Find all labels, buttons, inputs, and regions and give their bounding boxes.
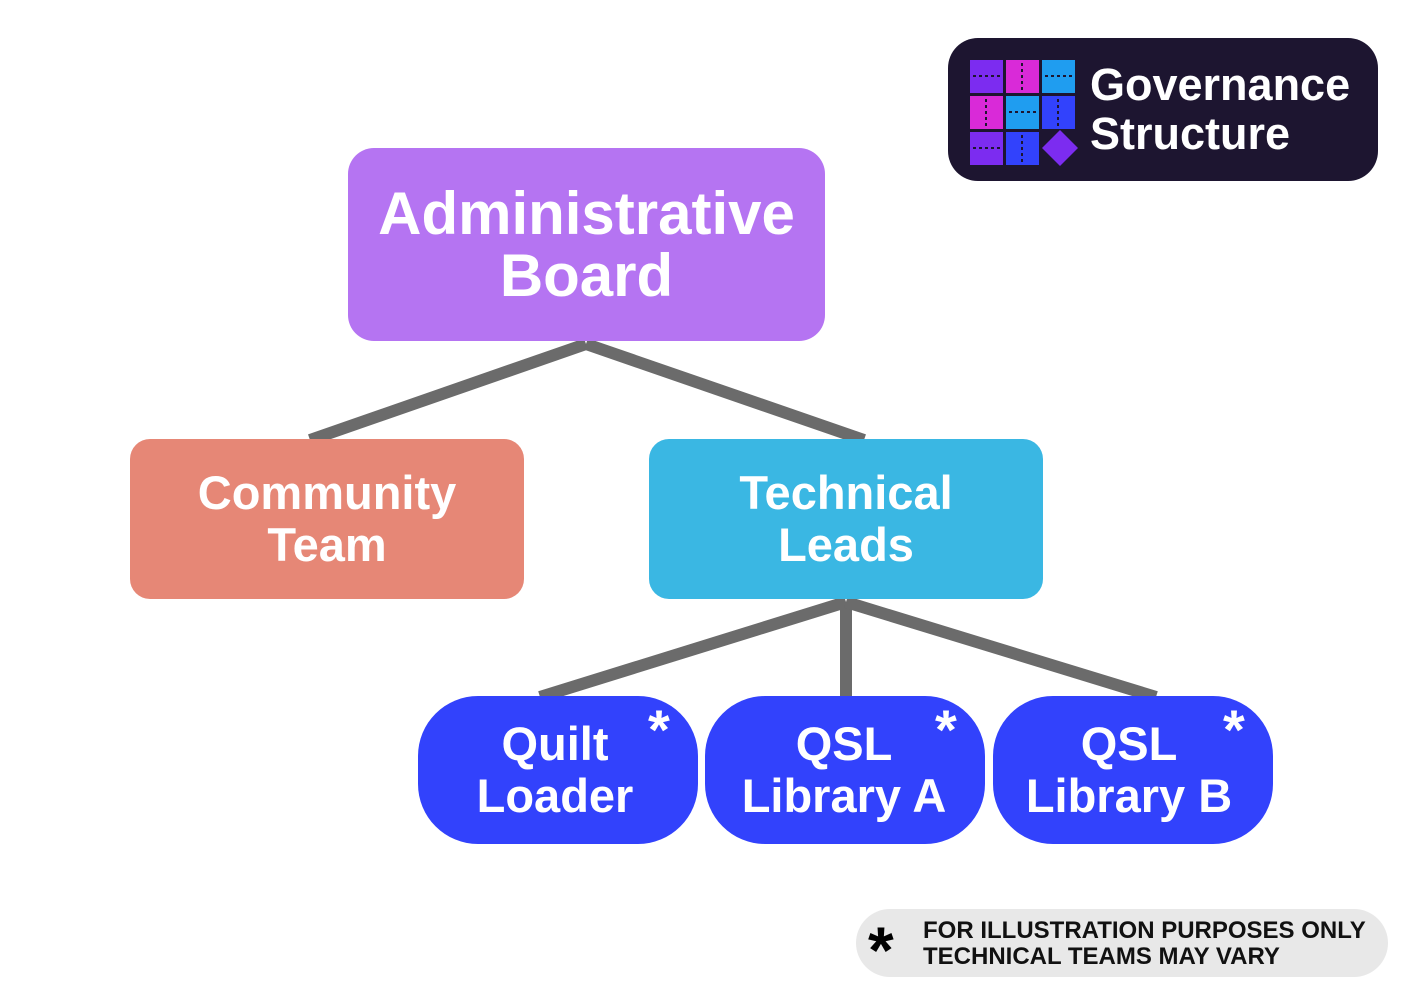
node-label-line1: QSL bbox=[795, 717, 893, 770]
node-label-line2: Board bbox=[499, 241, 674, 309]
footnote-asterisk: * bbox=[868, 913, 894, 987]
node-label-line2: Leads bbox=[778, 518, 914, 571]
connector-board-to-technical bbox=[584, 338, 866, 446]
connector-board-to-community bbox=[308, 338, 588, 446]
governance-structure-badge: Governance Structure bbox=[948, 38, 1378, 181]
node-label-line2: Loader bbox=[476, 769, 634, 822]
asterisk-marker: * bbox=[935, 698, 957, 761]
node-technical-leads: Technical Leads bbox=[649, 439, 1043, 599]
node-label: QSL Library A bbox=[742, 718, 947, 822]
node-label-line1: Quilt bbox=[501, 717, 609, 770]
node-qsl-library-a: QSL Library A * bbox=[705, 696, 985, 844]
node-qsl-library-b: QSL Library B * bbox=[993, 696, 1273, 844]
connector-technical-to-quilt bbox=[538, 596, 848, 703]
node-community-team: Community Team bbox=[130, 439, 524, 599]
node-label: QSL Library B bbox=[1026, 718, 1232, 822]
node-label-line2: Team bbox=[267, 518, 387, 571]
node-label-line1: Community bbox=[197, 466, 457, 519]
footnote-line1: FOR ILLUSTRATION PURPOSES ONLY bbox=[923, 917, 1366, 944]
connector-technical-to-qsl-b bbox=[844, 596, 1158, 703]
node-administrative-board: Administrative Board bbox=[348, 148, 825, 341]
badge-title: Governance Structure bbox=[1090, 60, 1350, 158]
quilt-patchwork-icon bbox=[970, 60, 1078, 166]
footnote: * FOR ILLUSTRATION PURPOSES ONLY TECHNIC… bbox=[856, 909, 1388, 983]
node-label: Quilt Loader bbox=[477, 718, 634, 822]
badge-title-line1: Governance bbox=[1090, 59, 1351, 110]
node-label-line1: Administrative bbox=[378, 179, 795, 247]
node-label-line1: QSL bbox=[1080, 717, 1178, 770]
asterisk-marker: * bbox=[1223, 698, 1245, 761]
node-quilt-loader: Quilt Loader * bbox=[418, 696, 698, 844]
node-label-line2: Library B bbox=[1025, 769, 1233, 822]
node-label-line1: Technical bbox=[739, 466, 953, 519]
node-label-line2: Library A bbox=[741, 769, 947, 822]
badge-title-line2: Structure bbox=[1090, 108, 1291, 159]
footnote-text: FOR ILLUSTRATION PURPOSES ONLY TECHNICAL… bbox=[923, 918, 1366, 970]
footnote-line2: TECHNICAL TEAMS MAY VARY bbox=[923, 943, 1280, 970]
asterisk-marker: * bbox=[648, 698, 670, 761]
